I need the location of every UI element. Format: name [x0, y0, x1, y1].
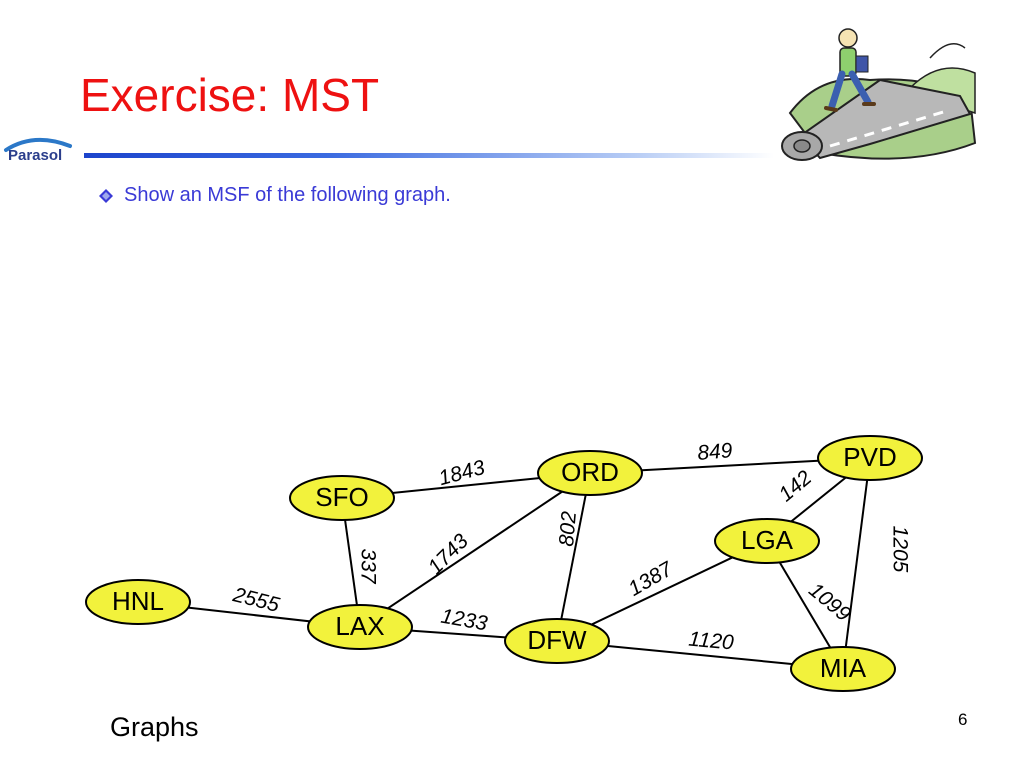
- slide-title: Exercise: MST: [80, 69, 380, 121]
- edge-weight-dfw-mia: 1120: [688, 628, 735, 655]
- node-label-sfo: SFO: [315, 482, 368, 512]
- edge-weight-ord-dfw: 802: [555, 510, 581, 547]
- bullet-text: Show an MSF of the following graph.: [124, 184, 451, 206]
- node-lga: [714, 518, 820, 564]
- node-hnl: [85, 579, 191, 625]
- node-label-lax: LAX: [335, 611, 384, 641]
- edge-pvd-mia: [842, 457, 871, 670]
- logo-text: Parasol: [8, 147, 63, 164]
- footer-text: Graphs: [110, 712, 199, 742]
- node-mia: [790, 646, 896, 692]
- edge-weight-sfo-lax: 337: [356, 548, 379, 584]
- diamond-bullet-icon: [99, 189, 113, 203]
- node-label-dfw: DFW: [527, 625, 587, 655]
- edge-weight-pvd-mia: 1205: [888, 526, 911, 573]
- node-lax: [307, 604, 413, 650]
- node-label-lga: LGA: [741, 525, 794, 555]
- edge-weight-ord-pvd: 849: [696, 439, 733, 465]
- page-number: 6: [958, 710, 968, 729]
- node-pvd: [817, 435, 923, 481]
- edge-weight-lga-mia: 1099: [804, 578, 855, 626]
- parasol-logo-icon: [4, 137, 72, 152]
- edge-weight-lga-dfw: 1387: [625, 557, 678, 601]
- node-label-pvd: PVD: [843, 442, 896, 472]
- node-ord: [537, 450, 643, 496]
- node-dfw: [504, 618, 610, 664]
- edge-ord-dfw: [556, 472, 591, 642]
- edge-lax-ord: [359, 472, 591, 628]
- node-label-ord: ORD: [561, 457, 619, 487]
- edge-weight-lax-ord: 1743: [424, 529, 474, 579]
- edge-weight-hnl-lax: 2555: [230, 583, 282, 617]
- edge-weight-pvd-lga: 142: [775, 466, 817, 506]
- title-rule: [84, 153, 774, 158]
- road-walker-clipart: [781, 28, 977, 161]
- node-sfo: [289, 475, 395, 521]
- node-label-hnl: HNL: [112, 586, 164, 616]
- node-label-mia: MIA: [820, 653, 867, 683]
- edge-weight-lax-dfw: 1233: [439, 605, 489, 636]
